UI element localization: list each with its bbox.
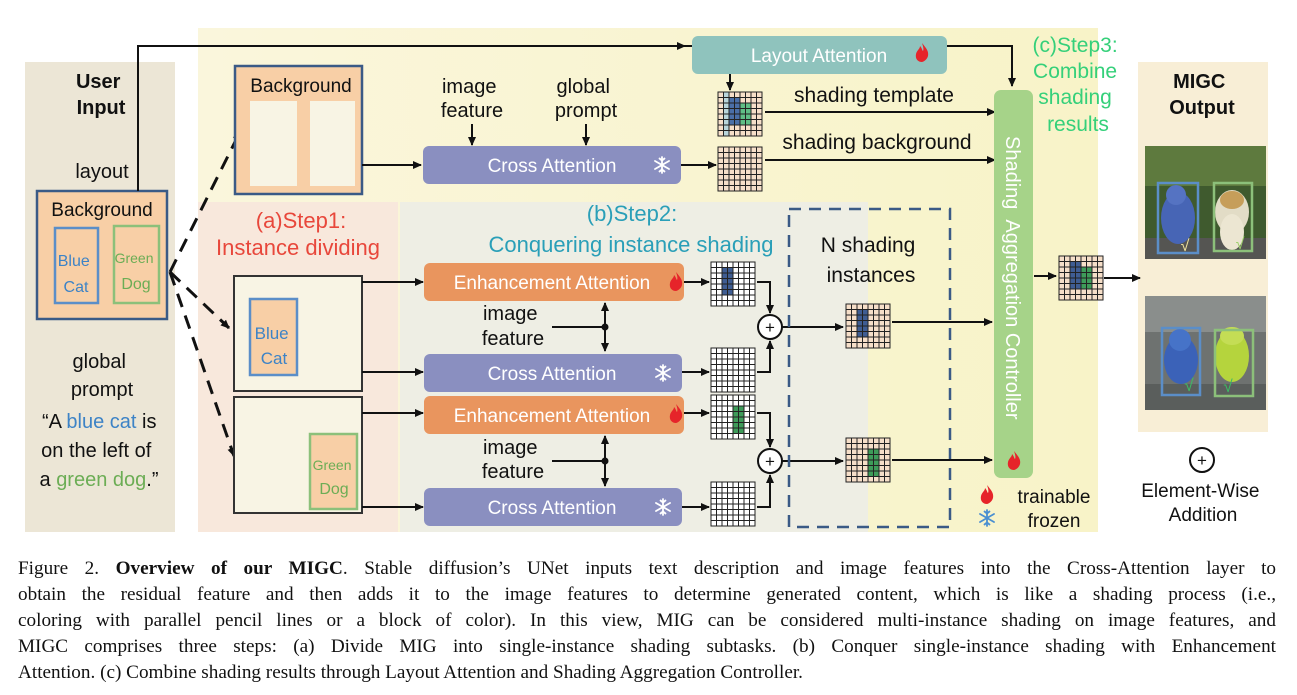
layout-label: layout (75, 161, 129, 183)
svg-text:+: + (765, 452, 775, 471)
background-panel-right-cutout (310, 101, 355, 186)
layout-blue-cat-label: Blue Cat (58, 253, 94, 296)
addition-node-cat: + (757, 314, 783, 340)
instance-dog-label: Green Dog (313, 457, 356, 498)
image-feature-bot-label: image feature (482, 437, 544, 483)
shading-template-label: shading template (794, 84, 954, 107)
cross-attention-1-label: Cross Attention (488, 364, 617, 385)
enhancement-attention-1-label: Enhancement Attention (454, 273, 650, 294)
step1-subtitle: Instance dividing (216, 235, 380, 260)
step3-label: (c)Step3: Combine shading results (1032, 34, 1123, 136)
check-icon: √ (1181, 238, 1190, 255)
caption-bold-title: Overview of our MIGC (115, 558, 343, 579)
layout-blue-cat-box (53, 226, 100, 305)
enhancement-attention-2-label: Enhancement Attention (454, 406, 650, 427)
legend-addition-icon: + (1189, 447, 1215, 473)
legend-elementwise-addition: Element-Wise Addition (1141, 481, 1265, 526)
prompt-text: “A blue cat is on the left of a green do… (40, 411, 163, 491)
instance-cat-box (248, 297, 299, 377)
aggregated-shading-grid (1058, 255, 1104, 301)
n-shading-instances-label: N shading instances (821, 234, 921, 287)
n-shading-instances-box (787, 207, 952, 529)
image-feature-top-label: image feature (441, 76, 503, 122)
caption-figure-label: Figure 2. (18, 558, 100, 579)
step2-subtitle: Conquering instance shading (489, 232, 774, 257)
layout-attention-module (692, 36, 947, 74)
legend-trainable: trainable (1018, 487, 1091, 508)
instance-cat-label: Blue Cat (255, 324, 294, 368)
caption-line-3: coloring with parallel pencil lines or a… (18, 610, 1276, 631)
enhancement-attention-1-module (424, 263, 684, 301)
cross-output-grid-cat (710, 347, 756, 393)
migc-overview-diagram: User Input layout Background Blue Cat Gr… (25, 28, 1268, 532)
caption-line-4: MIGC comprises three steps: (a) Divide M… (18, 636, 1276, 657)
image-feature-mid-label: image feature (482, 303, 544, 350)
check-icon: √ (1223, 377, 1233, 396)
legend-frozen: frozen (1028, 511, 1081, 532)
shading-template-grid (717, 91, 763, 137)
enhancement-output-grid-cat (710, 261, 756, 307)
layout-attention-label: Layout Attention (751, 46, 887, 67)
addition-node-dog: + (757, 448, 783, 474)
caption-line-2: obtain the residual feature and then add… (18, 584, 1276, 605)
layout-top-connector (137, 42, 1016, 191)
check-icon: √ (1184, 376, 1194, 395)
dividing-dashed-arrows (168, 131, 242, 457)
output-image-1: √ √ (1145, 146, 1266, 259)
enhancement-attention-2-module (424, 396, 684, 434)
figure-caption: Figure 2. Overview of our MIGC. Stable d… (18, 556, 1276, 686)
cross-output-grid-dog (710, 481, 756, 527)
background-panel-label: Background (250, 76, 351, 97)
layout-green-dog-label: Green Dog (115, 250, 158, 293)
shading-aggregation-controller (994, 90, 1033, 478)
controller-label: Shading Aggregation Controller (1001, 136, 1023, 420)
svg-text:+: + (1197, 451, 1207, 470)
layout-green-dog-box (112, 224, 161, 305)
caption-line-1: Figure 2. Overview of our MIGC. Stable d… (18, 556, 1276, 582)
check-icon: √ (1236, 236, 1245, 253)
output-image-2: √ √ (1145, 296, 1266, 410)
shaded-instance-grid-cat (845, 303, 891, 349)
user-input-title: User Input (76, 71, 126, 119)
caption-line-1-rest: . Stable diffusion’s UNet inputs text de… (342, 558, 1277, 579)
instance-dog-box (308, 432, 359, 511)
caption-line-5: Attention. (c) Combine shading results t… (18, 662, 803, 683)
layout-background-label: Background (51, 200, 152, 221)
cross-attention-2-label: Cross Attention (488, 498, 617, 519)
step2-title: (b)Step2: (587, 201, 678, 226)
global-prompt-label: global prompt (71, 351, 134, 401)
enhancement-output-grid-dog (710, 394, 756, 440)
cross-attention-top-module (423, 146, 681, 184)
shaded-instance-grid-dog (845, 437, 891, 483)
cross-attention-top-label: Cross Attention (488, 156, 617, 177)
shading-background-grid (717, 146, 763, 192)
step1-title: (a)Step1: (256, 208, 347, 233)
svg-text:+: + (765, 318, 775, 337)
global-prompt-top-label: global prompt (555, 76, 618, 122)
cross-attention-2-module (424, 488, 682, 526)
migc-output-title: MIGC Output (1169, 71, 1235, 119)
shading-background-label: shading background (782, 131, 971, 154)
background-panel-left-cutout (250, 101, 297, 186)
cross-attention-1-module (424, 354, 682, 392)
